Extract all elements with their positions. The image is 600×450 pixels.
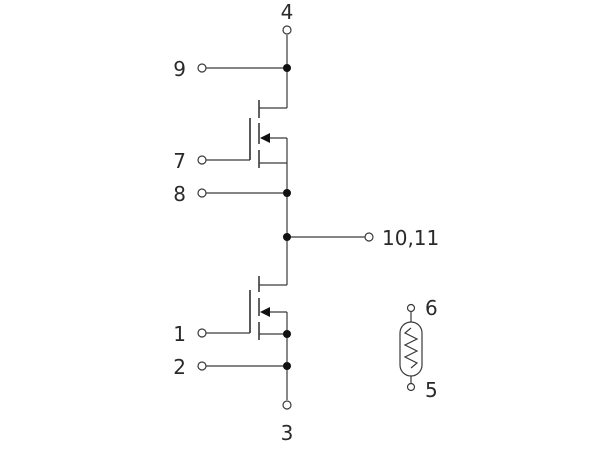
terminal-3 xyxy=(282,400,292,410)
junction-10-11 xyxy=(283,233,291,241)
pin-label-9: 9 xyxy=(173,57,186,81)
lower-mosfet xyxy=(206,276,287,340)
lower-body-arrow xyxy=(260,307,270,317)
pin-label-7: 7 xyxy=(173,149,186,173)
thermistor xyxy=(399,312,423,383)
terminal-2 xyxy=(197,361,207,371)
upper-body-arrow xyxy=(260,133,270,143)
terminal-5 xyxy=(406,382,416,392)
upper-mosfet xyxy=(206,100,287,168)
pin-label-3: 3 xyxy=(281,421,294,445)
terminal-10-11 xyxy=(364,232,374,242)
terminal-9 xyxy=(197,63,207,73)
pin-label-2: 2 xyxy=(173,355,186,379)
pin-label-1: 1 xyxy=(173,322,186,346)
junction-8 xyxy=(283,189,291,197)
terminal-1 xyxy=(197,328,207,338)
junction-2 xyxy=(283,362,291,370)
terminal-wires xyxy=(206,67,365,367)
pin-label-5: 5 xyxy=(425,378,438,402)
terminal-6 xyxy=(406,303,416,313)
junction-9 xyxy=(283,64,291,72)
resistor-zigzag-icon xyxy=(403,327,419,369)
pin-label-8: 8 xyxy=(173,182,186,206)
terminal-7 xyxy=(197,155,207,165)
terminal-4 xyxy=(282,25,292,35)
pin-label-10-11: 10,11 xyxy=(382,226,439,250)
terminal-8 xyxy=(197,188,207,198)
pin-label-6: 6 xyxy=(425,296,438,320)
pin-label-4: 4 xyxy=(281,0,294,24)
junction-lower-source xyxy=(283,330,291,338)
